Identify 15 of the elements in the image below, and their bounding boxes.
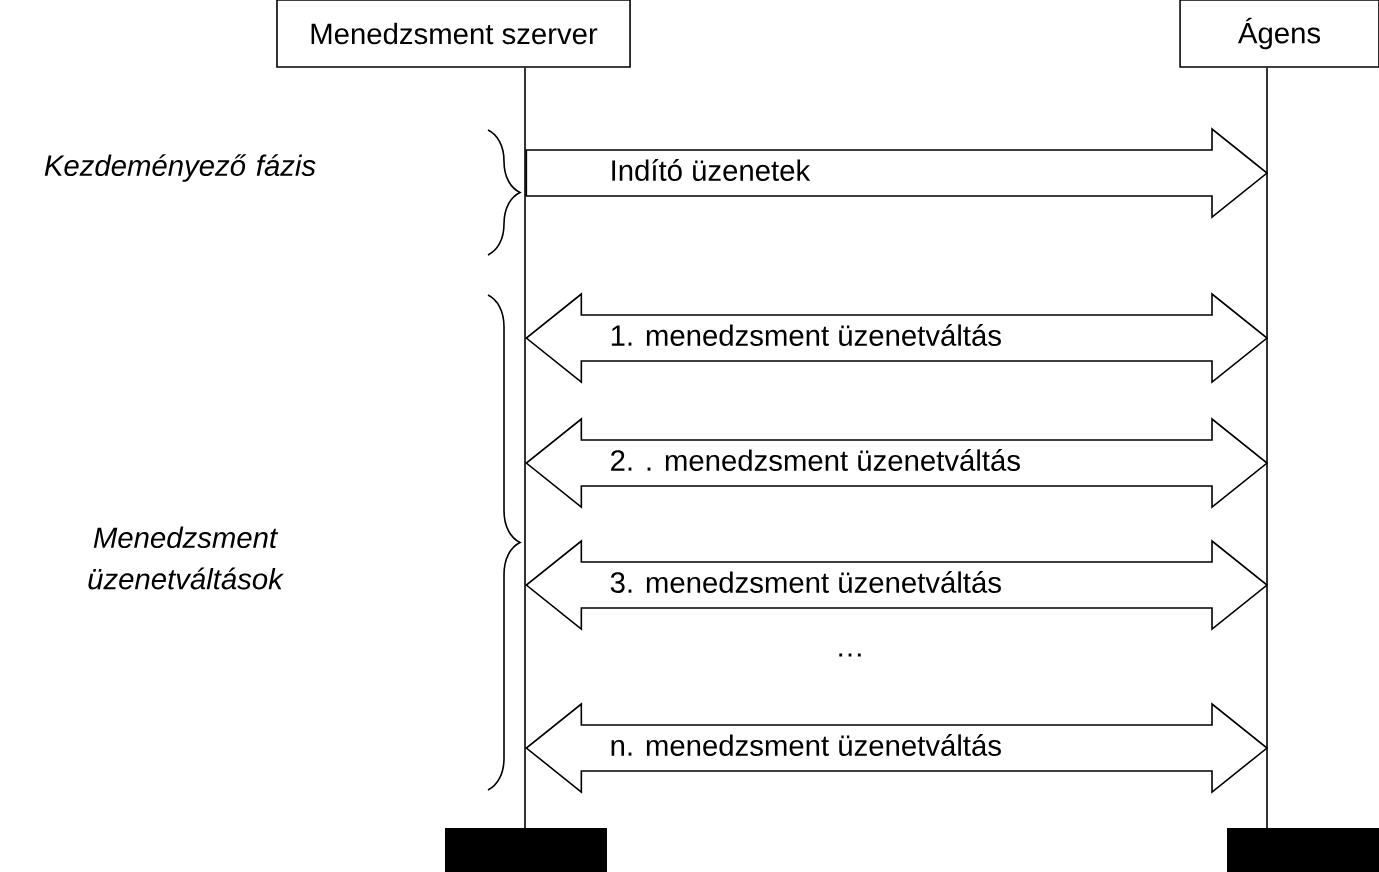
edge-label: Indító üzenetek	[612, 159, 811, 181]
block-arrow	[525, 127, 1269, 219]
block-arrow	[525, 702, 1269, 794]
block-arrow	[525, 417, 1269, 509]
block-arrow	[525, 292, 1269, 384]
edge-label: 1. menedzsment üzenetváltás	[611, 324, 1001, 346]
phase-label: Menedzsment üzenetváltások	[88, 526, 285, 590]
phase-label: Kezdeményező fázis	[44, 154, 316, 182]
edge-label: 2. . menedzsment üzenetváltás	[611, 449, 1020, 471]
participant-box: Menedzsment szerver	[276, 0, 631, 68]
participant-box: Ágens	[1179, 0, 1379, 68]
ellipsis: …	[839, 653, 861, 657]
edge-label: n. menedzsment üzenetváltás	[611, 734, 1001, 756]
block-arrow	[525, 539, 1269, 631]
edge-label: 3. menedzsment üzenetváltás	[610, 571, 1001, 593]
